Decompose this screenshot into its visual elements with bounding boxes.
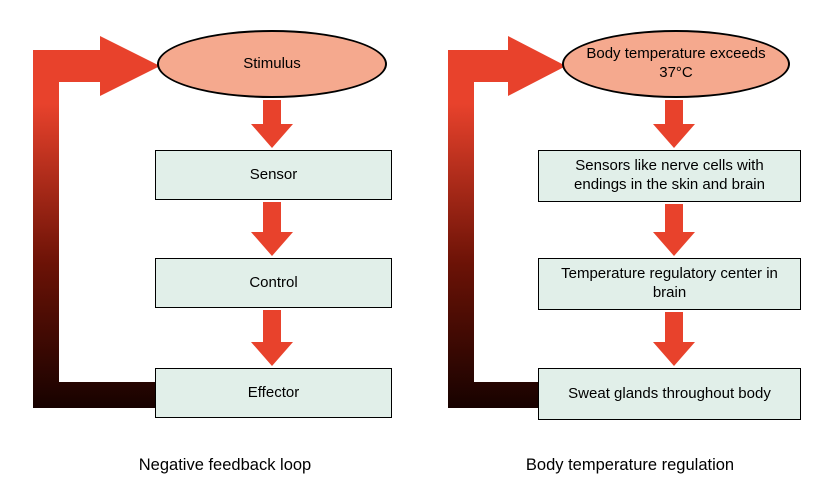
down-arrow-icon (251, 202, 293, 256)
down-arrow-icon (653, 100, 695, 148)
temperature-control-node: Temperature regulatory center in brain (538, 258, 801, 310)
feedback-loop-arrow-left (33, 36, 160, 408)
down-arrow-icon (251, 100, 293, 148)
temperature-control-label: Temperature regulatory center in brain (561, 265, 778, 301)
stimulus-node: Stimulus (157, 30, 387, 98)
right-diagram-caption: Body temperature regulation (525, 456, 735, 474)
sensor-label: Sensor (249, 165, 298, 183)
down-arrow-icon (653, 204, 695, 256)
feedback-loop-arrow-right (448, 36, 566, 408)
temperature-stimulus-node: Body temperature exceeds 37°C (562, 30, 790, 98)
temperature-sensor-node: Sensors like nerve cells with endings in… (538, 150, 801, 202)
control-label: Control (249, 273, 298, 291)
down-arrow-icon (251, 310, 293, 366)
down-arrow-icon (653, 312, 695, 366)
stimulus-label: Stimulus (243, 54, 301, 72)
effector-label: Effector (247, 383, 300, 401)
temperature-stimulus-label: Body temperature exceeds 37°C (586, 45, 766, 81)
effector-node: Effector (155, 368, 392, 418)
control-node: Control (155, 258, 392, 308)
temperature-effector-node: Sweat glands throughout body (538, 368, 801, 420)
left-diagram-caption: Negative feedback loop (138, 456, 312, 474)
temperature-effector-label: Sweat glands throughout body (568, 384, 771, 402)
temperature-sensor-label: Sensors like nerve cells with endings in… (574, 157, 765, 193)
sensor-node: Sensor (155, 150, 392, 200)
